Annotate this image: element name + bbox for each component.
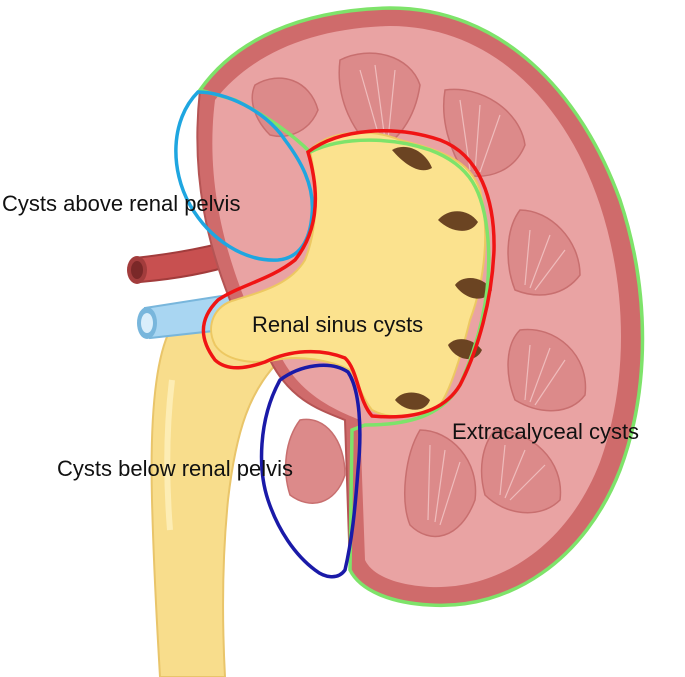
renal-sinus-fat [210,131,487,418]
ureter-highlight [164,379,175,531]
outline-below-renal-pelvis [259,363,362,579]
outline-above-renal-pelvis [174,90,315,262]
label-cysts-above-renal-pelvis: Cysts above renal pelvis [2,191,241,216]
outline-renal-sinus [201,129,496,419]
outline-extracalyceal [197,6,645,608]
label-cysts-below-renal-pelvis: Cysts below renal pelvis [57,456,293,481]
pyramid-striations [359,64,566,526]
ureter [150,318,282,677]
label-renal-sinus-cysts: Renal sinus cysts [252,312,424,337]
label-extracalyceal-cysts: Extracalyceal cysts [452,419,640,444]
